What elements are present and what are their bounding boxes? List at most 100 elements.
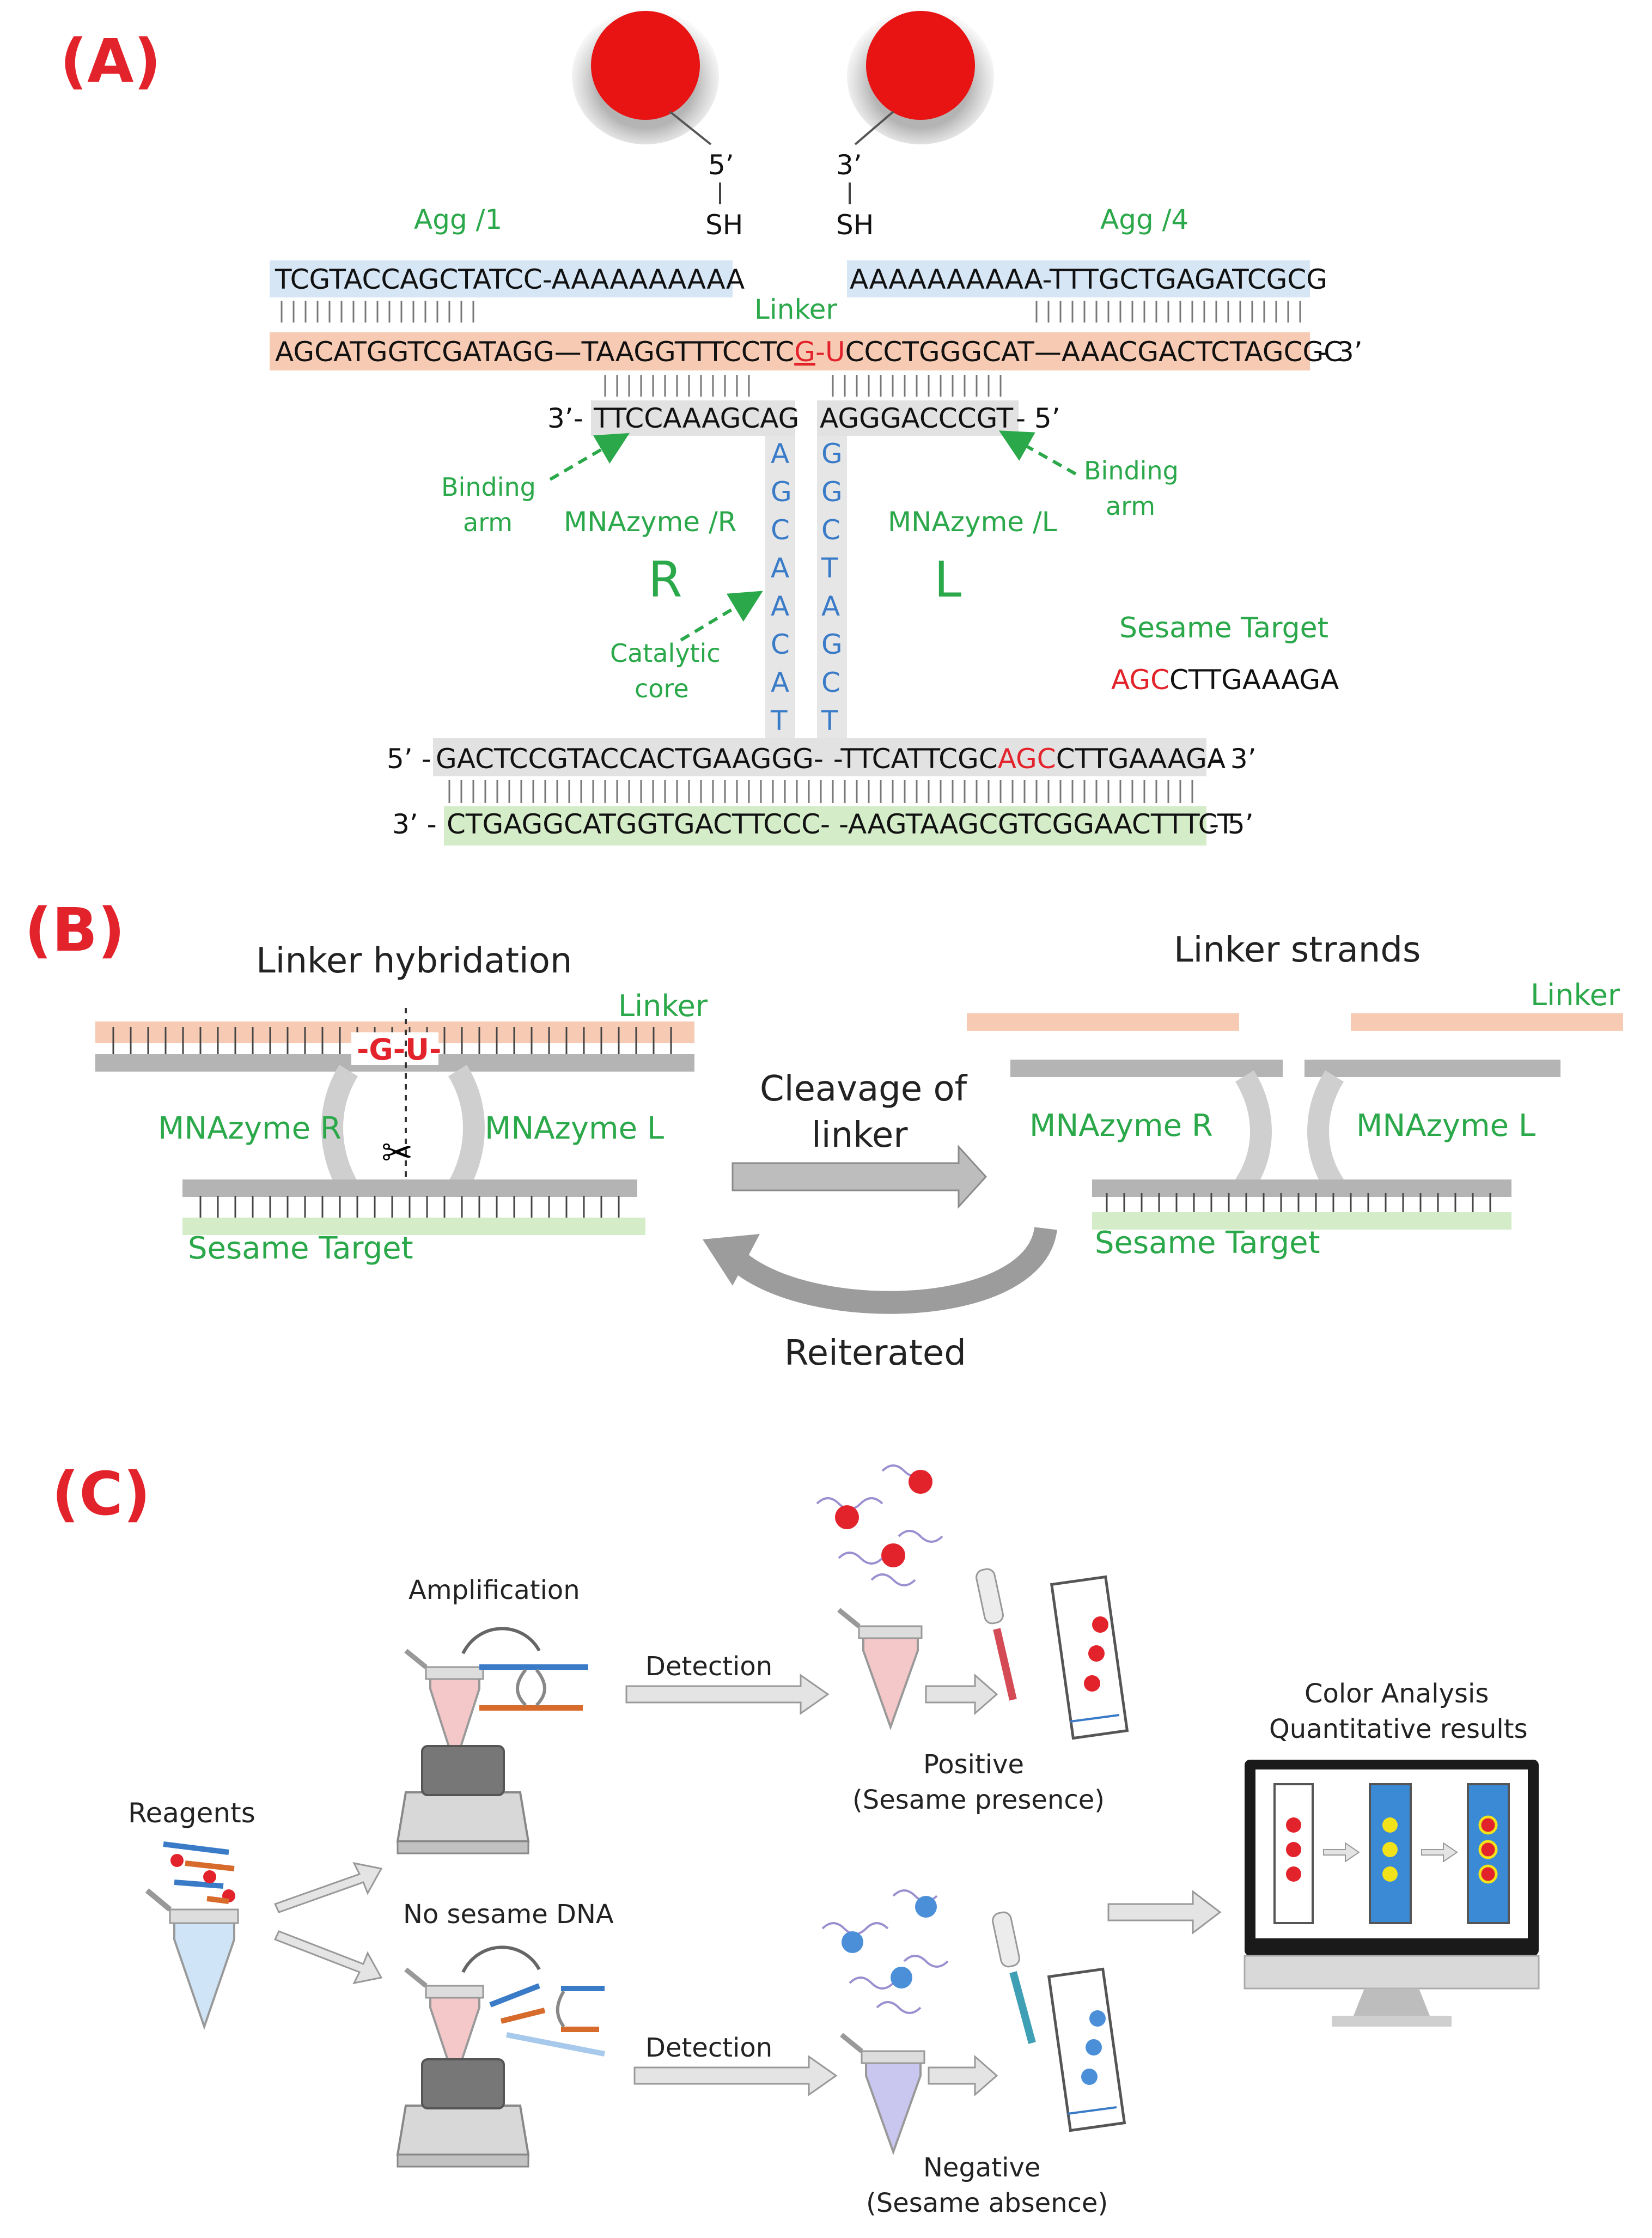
thermocycler-icon-bottom bbox=[396, 2058, 530, 2168]
tether-left bbox=[669, 111, 712, 145]
detection-bottom-label: Detection bbox=[645, 2033, 772, 2063]
gold-nanoparticle-right bbox=[847, 8, 994, 144]
agg1-sequence: TCGTACCAGCTATCC-AAAAAAAAAA bbox=[275, 264, 745, 295]
mnazyme-r-label: MNAzyme /R bbox=[564, 506, 737, 538]
agg4-basepairs bbox=[1035, 301, 1302, 323]
no-sesame-tube-icon bbox=[404, 1967, 484, 2085]
linker-fragment-right bbox=[1351, 1013, 1623, 1031]
svg-text:G: G bbox=[821, 438, 843, 470]
mnazyme-l-loop-left bbox=[448, 1065, 485, 1193]
arm-left-sequence: TTCCAAAGCAG bbox=[593, 403, 799, 434]
cleavage-label-1: Cleavage of bbox=[760, 1069, 968, 1109]
arrow-binding-left bbox=[549, 433, 630, 481]
gu-site-bg bbox=[351, 1032, 438, 1065]
reiterated-arrowhead bbox=[703, 1234, 760, 1286]
core-left-bases: A G C A A C A T bbox=[770, 438, 792, 737]
linker-label-b-left: Linker bbox=[618, 989, 708, 1023]
mnazyme-target-arm-bg bbox=[433, 738, 1206, 776]
sesame-target-label-b-left: Sesame Target bbox=[188, 1231, 413, 1266]
arrow-detection-bottom bbox=[633, 2055, 838, 2096]
svg-text:A: A bbox=[771, 438, 789, 470]
svg-text:C: C bbox=[771, 629, 790, 660]
agg1-label: Agg /1 bbox=[414, 204, 502, 235]
agg1-strand-bg bbox=[270, 260, 733, 297]
linker-strands-title: Linker strands bbox=[1174, 930, 1421, 970]
linker-sequence: AGCATGGTCGATAGG—TAAGGTTTCCTCG-UCCCTGGGCA… bbox=[275, 336, 1343, 368]
arm-left-basepairs bbox=[596, 375, 752, 397]
binding-arm-right-2: arm bbox=[1106, 491, 1155, 521]
negative-label-2: (Sesame absence) bbox=[866, 2188, 1108, 2218]
gold-nanoparticle-left bbox=[572, 8, 719, 144]
aggregated-red-nanoparticles bbox=[816, 1464, 943, 1586]
bottom2-suffix: - 5’ bbox=[1209, 808, 1254, 840]
linker-label-b-right: Linker bbox=[1531, 978, 1620, 1012]
negative-tube-icon bbox=[840, 2033, 925, 2155]
arrow-to-no-sesame bbox=[273, 1930, 383, 1985]
amplification-label: Amplification bbox=[409, 1575, 580, 1605]
positive-label-1: Positive bbox=[923, 1749, 1024, 1780]
color-analysis-label-1: Color Analysis bbox=[1304, 1678, 1489, 1709]
svg-text:C: C bbox=[771, 514, 790, 546]
amplification-tube-icon bbox=[404, 1649, 484, 1769]
color-analysis-label-2: Quantitative results bbox=[1269, 1714, 1528, 1744]
reagents-label: Reagents bbox=[128, 1797, 255, 1829]
svg-text:G: G bbox=[771, 476, 792, 508]
arrow-to-positive-strip bbox=[925, 1673, 998, 1716]
reagent-fragments bbox=[163, 1841, 235, 1904]
arm-right-sequence: AGGGACCCGT bbox=[820, 403, 1014, 434]
svg-text:T: T bbox=[770, 705, 788, 737]
arm-left-prefix: 3’- bbox=[547, 403, 583, 434]
arrow-catalytic bbox=[680, 591, 763, 642]
tether-right bbox=[854, 111, 894, 145]
sesame-target-label-b-right: Sesame Target bbox=[1095, 1225, 1320, 1261]
arrow-binding-right bbox=[998, 430, 1077, 476]
mnazyme-l-loop-right bbox=[1307, 1070, 1344, 1191]
bottom1-suffix: - 3’ bbox=[1212, 743, 1257, 775]
svg-text:T: T bbox=[821, 552, 838, 584]
mnazyme-lower-strand-left bbox=[182, 1179, 637, 1197]
five-prime-label: 5’ bbox=[708, 149, 734, 181]
negative-label-1: Negative bbox=[923, 2152, 1040, 2183]
mnazyme-r-label-b-left: MNAzyme R bbox=[158, 1111, 342, 1146]
dropper-blue-icon bbox=[992, 1911, 1036, 2044]
sesame-target-label-a: Sesame Target bbox=[1119, 612, 1328, 644]
svg-text:G: G bbox=[821, 476, 843, 508]
arrow-to-analysis bbox=[1107, 1889, 1222, 1935]
dispersed-blue-nanoparticles bbox=[821, 1889, 949, 2014]
agg4-label: Agg /4 bbox=[1100, 204, 1188, 235]
agg4-sequence: AAAAAAAAAA-TTTGCTGAGATCGCG bbox=[850, 264, 1327, 295]
arrow-detection-top bbox=[625, 1674, 830, 1715]
svg-text:C: C bbox=[821, 667, 840, 698]
mnazyme-upper-strand-right-l bbox=[1304, 1060, 1560, 1077]
cleavage-arrow bbox=[731, 1145, 987, 1209]
svg-text:C: C bbox=[821, 514, 840, 546]
panel-c-label: (C) bbox=[52, 1459, 150, 1529]
three-prime-label: 3’ bbox=[836, 149, 862, 181]
screen-arrow-2 bbox=[1421, 1842, 1458, 1863]
screen-strip-analyzed bbox=[1467, 1783, 1510, 1924]
arrow-to-negative-strip bbox=[928, 2054, 998, 2097]
negative-test-strip bbox=[1047, 1967, 1126, 2132]
scissors-icon: ✂ bbox=[381, 1130, 413, 1175]
svg-text:A: A bbox=[771, 552, 789, 584]
panel-b-label: (B) bbox=[25, 895, 125, 965]
thermocycler-icon-top bbox=[396, 1745, 530, 1854]
big-r-label: R bbox=[648, 551, 682, 609]
mnazyme-l-label-b-left: MNAzyme L bbox=[485, 1111, 664, 1146]
svg-text:A: A bbox=[771, 667, 789, 698]
catalytic-core-1: Catalytic bbox=[610, 638, 721, 668]
svg-text:A: A bbox=[821, 591, 840, 622]
target-basepairs bbox=[441, 780, 1198, 803]
mnazyme-r-label-b-right: MNAzyme R bbox=[1029, 1108, 1213, 1144]
core-right-bg bbox=[817, 436, 847, 741]
screen-strip-yellow bbox=[1369, 1783, 1412, 1924]
linker-strand-bg bbox=[270, 332, 1310, 370]
bottom2-prefix: 3’ - bbox=[392, 808, 437, 840]
amplification-cycle-arrow bbox=[461, 1627, 541, 1655]
sesame-target-strand-left bbox=[182, 1218, 645, 1235]
amplification-duplex-icon bbox=[479, 1664, 588, 1711]
gu-cleavage-site: -G-U- bbox=[357, 1032, 441, 1067]
core-right-bases: G G C T A G C T bbox=[821, 438, 843, 737]
arm-right-bg bbox=[817, 400, 1019, 436]
